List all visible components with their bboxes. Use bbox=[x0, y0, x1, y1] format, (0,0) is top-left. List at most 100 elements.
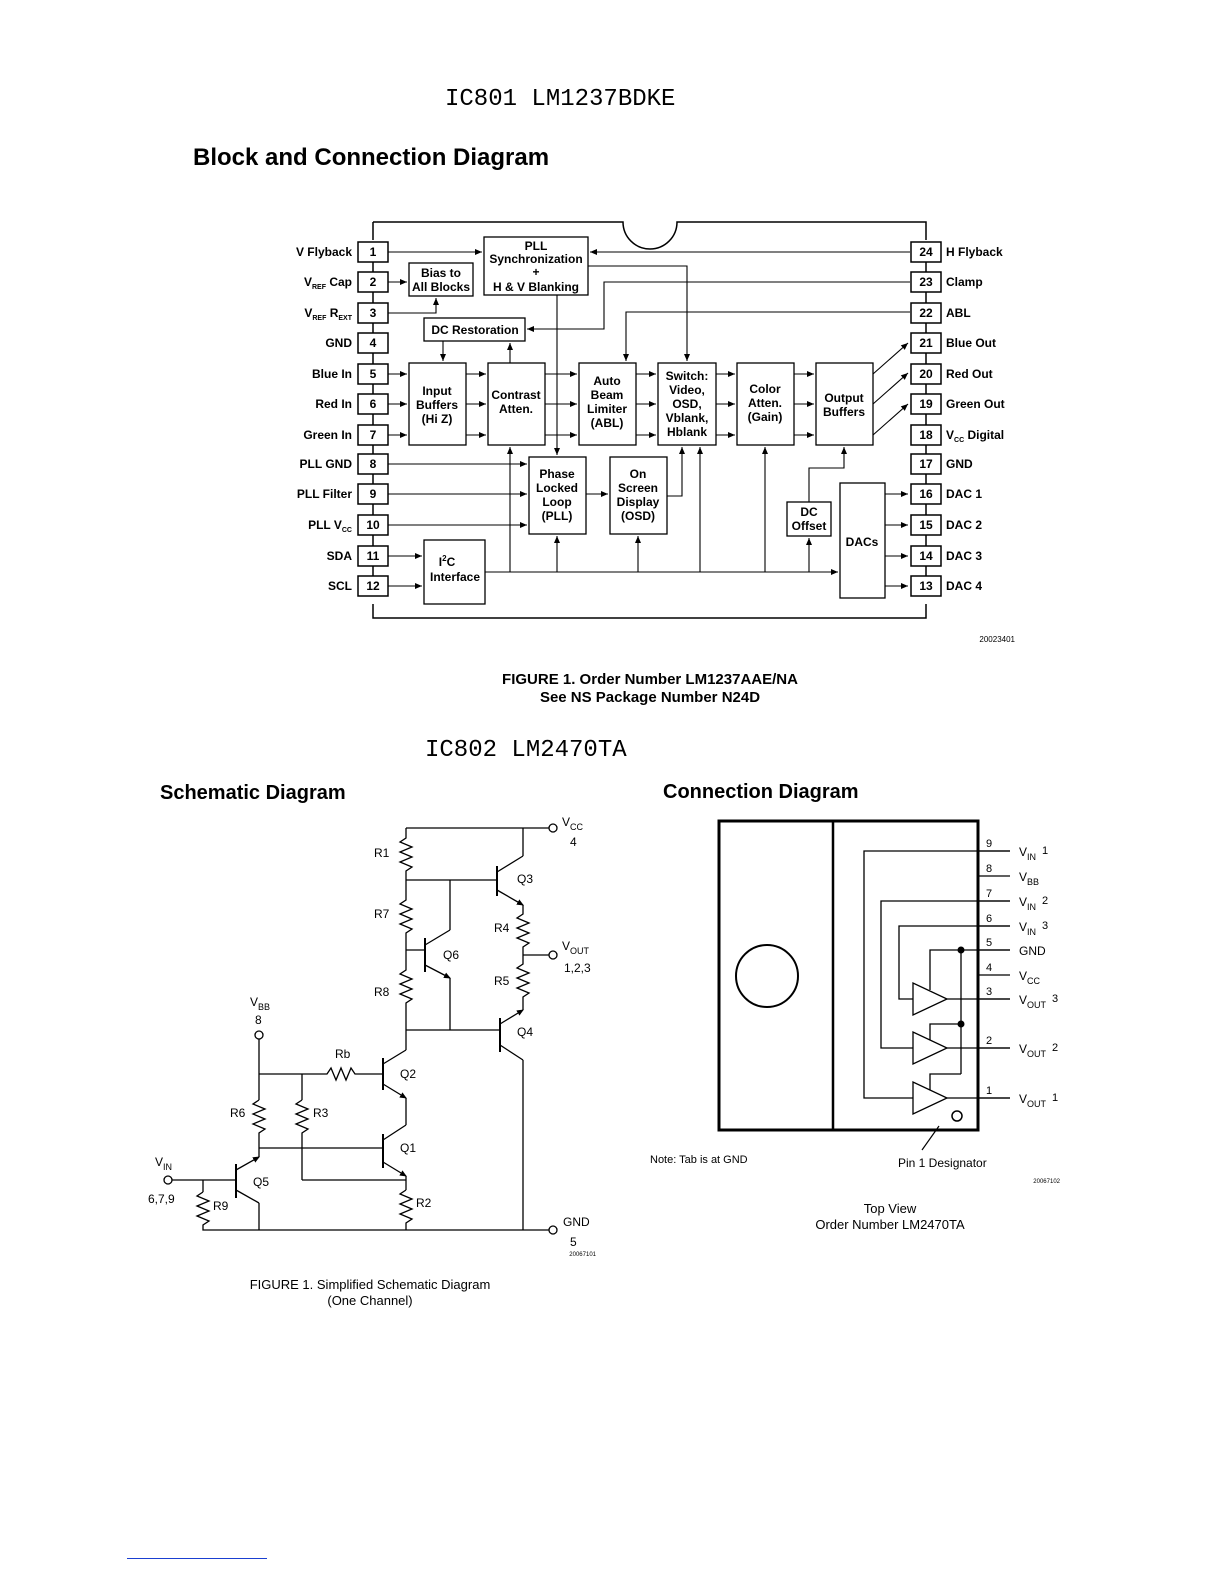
right-pin-label: VCC Digital bbox=[946, 428, 1004, 444]
left-pin-label: Blue In bbox=[312, 367, 352, 381]
left-pin-number: 4 bbox=[370, 336, 377, 350]
vout-terminal bbox=[548, 950, 558, 960]
right-pin-number: 17 bbox=[919, 457, 933, 471]
schematic-code: 20067101 bbox=[569, 1252, 596, 1258]
dacs-block bbox=[839, 482, 886, 599]
connection-pin-number: 1 bbox=[986, 1085, 992, 1097]
left-pin-label: GND bbox=[325, 336, 352, 350]
right-pin-label: DAC 1 bbox=[946, 487, 982, 501]
q6-label: Q6 bbox=[443, 948, 459, 962]
left-pin-number: 11 bbox=[367, 549, 380, 563]
right-pin-label: Clamp bbox=[946, 275, 983, 289]
caption-line: See NS Package Number N24D bbox=[539, 689, 761, 706]
left-pin-label: V Flyback bbox=[296, 245, 352, 259]
connection-pin-number: 5 bbox=[986, 937, 992, 949]
r8-resistor bbox=[398, 950, 414, 1030]
pin1-designator-label: Pin 1 Designator bbox=[898, 1156, 987, 1170]
right-pin-number: 13 bbox=[919, 579, 933, 593]
r1-resistor bbox=[398, 828, 414, 880]
block-diagram-caption: FIGURE 1. Order Number LM1237AAE/NA See … bbox=[380, 671, 920, 707]
vout-label: VOUT bbox=[562, 939, 590, 956]
vin-label: VIN bbox=[155, 1155, 172, 1172]
right-pin-label: Blue Out bbox=[946, 336, 996, 350]
right-pin-number: 23 bbox=[919, 275, 933, 289]
right-pin-label: GND bbox=[946, 457, 973, 471]
r9-label: R9 bbox=[213, 1199, 229, 1213]
r7-resistor bbox=[398, 880, 414, 950]
left-pin-label: VREF REXT bbox=[304, 306, 352, 322]
gnd-label: GND bbox=[563, 1215, 590, 1229]
right-pin-number: 18 bbox=[919, 428, 933, 442]
vout-pin: 1,2,3 bbox=[564, 961, 591, 975]
r1-label: R1 bbox=[374, 846, 390, 860]
left-pin-label: VREF Cap bbox=[304, 275, 352, 291]
right-pin-number: 14 bbox=[919, 549, 933, 563]
left-pin-label: SDA bbox=[327, 549, 353, 563]
left-pin-number: 10 bbox=[366, 518, 380, 532]
schematic-caption: FIGURE 1. Simplified Schematic Diagram (… bbox=[190, 1277, 550, 1309]
q3-label: Q3 bbox=[517, 872, 533, 886]
right-pin-number: 19 bbox=[919, 397, 933, 411]
dc-restoration-block bbox=[423, 317, 526, 342]
block-diagram-code: 20023401 bbox=[979, 635, 1015, 644]
right-pin-label: Red Out bbox=[946, 367, 993, 381]
footer-link-line bbox=[127, 1558, 267, 1559]
mounting-hole bbox=[735, 944, 799, 1008]
left-pin-label: PLL GND bbox=[300, 457, 353, 471]
block-diagram-title: Block and Connection Diagram bbox=[193, 144, 550, 171]
right-pin-number: 16 bbox=[919, 487, 933, 501]
connection-pin-number: 9 bbox=[986, 838, 992, 850]
connection-pin-label: VBB bbox=[1019, 870, 1039, 887]
r8-label: R8 bbox=[374, 985, 390, 999]
gnd-pin: 5 bbox=[570, 1235, 577, 1249]
dc-restoration-label: DC Restoration bbox=[431, 323, 518, 337]
left-pin-label: Green In bbox=[303, 428, 352, 442]
r7-label: R7 bbox=[374, 907, 390, 921]
left-pin-label: PLL Filter bbox=[297, 487, 352, 501]
right-pin-label: ABL bbox=[946, 306, 971, 320]
r6-label: R6 bbox=[230, 1106, 246, 1120]
pin1-designator-dot bbox=[951, 1110, 963, 1122]
left-pin-number: 12 bbox=[366, 579, 380, 593]
bias-block bbox=[408, 262, 474, 297]
caption-line: FIGURE 1. Order Number LM1237AAE/NA bbox=[502, 671, 798, 688]
right-pin-number: 22 bbox=[919, 306, 933, 320]
connection-caption: Top View Order Number LM2470TA bbox=[770, 1201, 1010, 1233]
r2-label: R2 bbox=[416, 1196, 432, 1210]
caption-line: Top View bbox=[863, 1201, 917, 1216]
left-pin-number: 2 bbox=[370, 275, 377, 289]
switch-label: Switch:Video,OSD,Vblank,Hblank bbox=[666, 369, 709, 439]
r5-label: R5 bbox=[494, 974, 510, 988]
schematic-title: Schematic Diagram bbox=[160, 782, 346, 804]
rb-label: Rb bbox=[335, 1047, 351, 1061]
pll-block bbox=[528, 456, 587, 535]
right-pin-label: Green Out bbox=[946, 397, 1005, 411]
left-pin-number: 1 bbox=[370, 245, 377, 259]
ic801-heading: IC801 LM1237BDKE bbox=[445, 86, 676, 113]
ic-package-outline bbox=[372, 221, 927, 619]
r3-label: R3 bbox=[313, 1106, 329, 1120]
connection-code: 20067102 bbox=[1033, 1179, 1060, 1185]
r9-resistor bbox=[195, 1191, 259, 1231]
left-pin-label: SCL bbox=[328, 579, 352, 593]
vcc-label: VCC bbox=[562, 815, 584, 832]
dacs-label: DACs bbox=[846, 535, 879, 549]
q4-label: Q4 bbox=[517, 1025, 533, 1039]
connection-pin-label: GND bbox=[1019, 944, 1046, 958]
connection-pin-number: 7 bbox=[986, 888, 992, 900]
right-pin-number: 21 bbox=[919, 336, 933, 350]
connection-pin-number: 6 bbox=[986, 913, 992, 925]
caption-line: (One Channel) bbox=[327, 1293, 413, 1308]
left-pin-number: 8 bbox=[370, 457, 377, 471]
